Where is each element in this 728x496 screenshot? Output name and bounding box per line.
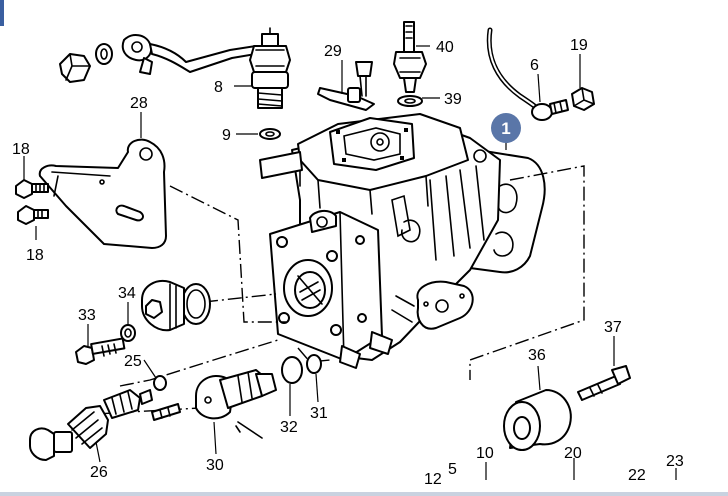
solenoid-part-26 [29,389,153,461]
o-ring-part-32 [281,356,303,384]
washer-part-25 [153,375,167,391]
callout-22: 22 [628,467,646,484]
callout-40: 40 [436,39,454,56]
assembly-lines [95,165,585,415]
callout-29: 29 [324,43,342,60]
callout-34: 34 [118,285,136,302]
callout-8: 8 [214,79,223,96]
callout-10: 10 [476,445,494,462]
highlight-marker-part-1[interactable]: 1 [491,113,521,143]
callout-30: 30 [206,457,224,474]
marker-label: 1 [501,119,510,138]
bracket-part-29 [317,61,375,111]
bushing-part-36 [503,389,572,451]
callout-12: 12 [424,471,442,488]
callout-37: 37 [604,319,622,336]
callout-25: 25 [124,353,142,370]
o-ring-part-31 [306,354,322,374]
callout-28: 28 [130,95,148,112]
callout-5: 5 [448,461,457,478]
sensor-part-40 [393,21,427,107]
callout-32: 32 [280,419,298,436]
callout-labels: 8 9 29 40 39 6 19 28 18 18 33 34 25 26 3… [12,37,684,488]
callout-20: 20 [564,445,582,462]
callout-18-top: 18 [12,141,30,158]
valve-part-8 [249,27,291,140]
callout-23: 23 [666,453,684,470]
callout-18-bottom: 18 [26,247,44,264]
bolt-part-33 [75,337,126,365]
callout-19: 19 [570,37,588,54]
callout-36: 36 [528,347,546,364]
leader-lines [23,45,677,480]
return-pipe-part-6 [486,27,595,121]
mounting-bracket-part-28 [38,138,167,249]
callout-39: 39 [444,91,462,108]
bolt-part-37 [577,365,631,401]
injection-pump-body [259,113,546,369]
callout-9: 9 [222,127,231,144]
callout-26: 26 [90,464,108,481]
bottom-border [0,492,728,496]
callout-33: 33 [78,307,96,324]
plug-part-34 [120,280,211,342]
callout-31: 31 [310,405,328,422]
window-edge [0,0,4,26]
bolt-part-18a [15,179,49,199]
valve-part-30 [151,369,277,439]
bolt-part-18b [17,205,49,225]
fuel-line-assembly [59,34,257,83]
callout-6: 6 [530,57,539,74]
